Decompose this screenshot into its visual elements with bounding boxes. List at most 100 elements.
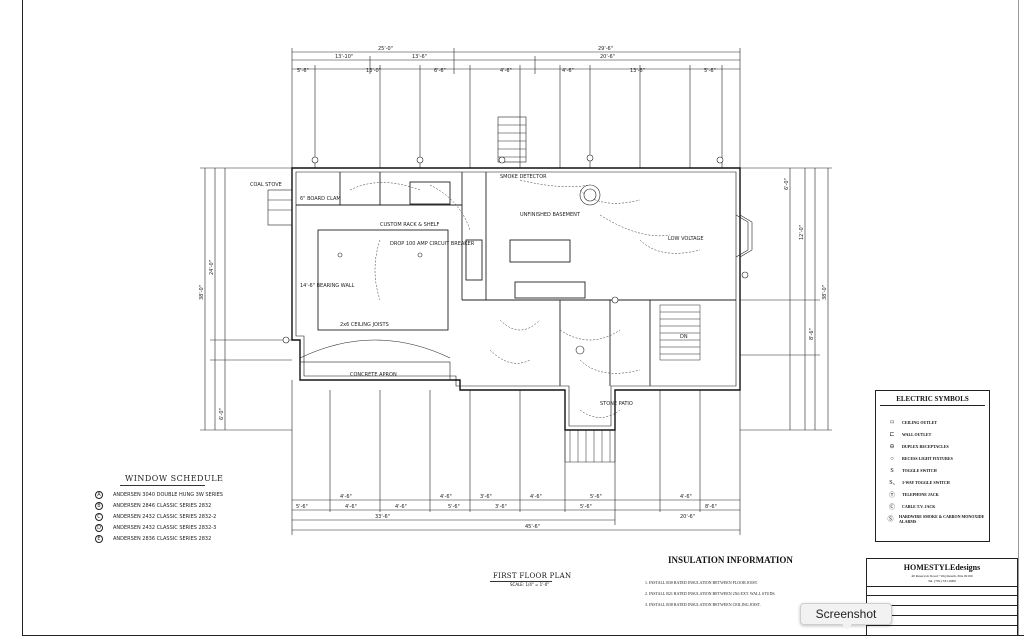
room-note-11: DN [680, 334, 688, 340]
legend-symbol-icon: ⊖ [889, 444, 895, 450]
dim-bottom-row1-1: 4'-6" [440, 494, 452, 500]
dim-bottom-row2-3: 5'-6" [448, 504, 460, 510]
plan-scale: SCALE: 1/4" = 1'-0" [510, 582, 550, 587]
legend-row: S₃ 3-WAY TOGGLE SWITCH [882, 477, 987, 488]
exterior-walls [291, 167, 741, 431]
dim-top-row2-5: 13'-6" [630, 68, 645, 74]
window-schedule-row: C ANDERSEN 2432 CLASSIC SERIES 2832-2 [95, 512, 216, 522]
dim-bottom-row2-2: 4'-6" [395, 504, 407, 510]
insulation-note-2: 2. INSTALL R21 RATED INSULATION BETWEEN … [645, 591, 776, 596]
dim-top-row2-1: 13'-0" [366, 68, 381, 74]
dim-top-overall-right: 29'-6" [598, 46, 613, 52]
dim-top-row2-6: 5'-6" [704, 68, 716, 74]
dim-right-2: 6'-0" [784, 178, 790, 190]
room-note-3: SMOKE DETECTOR [500, 174, 547, 180]
dim-bottom-row1-3: 4'-6" [530, 494, 542, 500]
electric-symbols-legend: ELECTRIC SYMBOLS ⌑CEILING OUTLET ⊏ WALL OU… [875, 390, 990, 542]
dim-bottom-overall-3: 45'-6" [525, 524, 540, 530]
title-block-rule-4 [867, 615, 1017, 616]
legend-label: RECESS LIGHT FIXTURES [902, 456, 953, 461]
legend-row: Ⓒ CABLE T.V. JACK [882, 501, 987, 512]
window-schedule-text: ANDERSEN 2432 CLASSIC SERIES 2832-3 [113, 525, 217, 531]
sheet-border-right [1018, 0, 1019, 636]
front-porch [299, 339, 451, 381]
window-mark-circle: D [95, 524, 103, 532]
dim-top-row2-3: 4'-6" [500, 68, 512, 74]
dim-bottom-row2: 5'-6"4'-6"4'-6"5'-6"3'-6"5'-6"8'-6" [296, 504, 717, 510]
stairs [564, 304, 701, 463]
dim-bottom-row1-2: 3'-6" [480, 494, 492, 500]
window-mark-circle: C [95, 513, 103, 521]
legend-label: WALL OUTLET [902, 432, 932, 437]
legend-symbol-icon: S [890, 467, 894, 474]
dim-right-3: 12'-0" [799, 225, 805, 240]
legend-row: Ⓣ TELEPHONE JACK [882, 489, 987, 500]
legend-label: TOGGLE SWITCH [902, 468, 937, 473]
title-block-tel: Tel. (781) 331-0000 [927, 579, 957, 583]
legend-label: 3-WAY TOGGLE SWITCH [902, 480, 950, 485]
legend-label: CEILING OUTLET [902, 420, 938, 425]
window-schedule-underline [120, 485, 205, 486]
dim-right-4: 8'-6" [809, 328, 815, 340]
bay-window [735, 214, 753, 258]
room-note-9: UNFINISHED BASEMENT [520, 212, 581, 218]
dim-top-row2-2: 6'-6" [434, 68, 446, 74]
dim-right-1: 38'-0" [822, 285, 828, 300]
window-schedule-title: WINDOW SCHEDULE [125, 474, 224, 483]
dim-bottom-row2-4: 3'-6" [495, 504, 507, 510]
sheet-border-bottom [22, 635, 1024, 636]
dim-top-seg-1: 13'-10" [335, 54, 353, 60]
legend-row: ⊏ WALL OUTLET [882, 429, 987, 440]
title-block: HOMESTYLEdesigns 40 Reservoir Road • Wey… [866, 558, 1018, 636]
top-dimensions [291, 48, 741, 170]
window-schedule-row: B ANDERSEN 2846 CLASSIC SERIES 2832 [95, 501, 211, 511]
room-note-4: LOW VOLTAGE [668, 236, 703, 242]
legend-row: ⊖DUPLEX RECEPTACLES [882, 441, 987, 452]
dim-bottom-overall-1: 33'-6" [375, 514, 390, 520]
legend-label: CABLE T.V. JACK [902, 504, 936, 509]
dim-top-row2: 5'-6"13'-0"6'-6"4'-6"4'-6"13'-6"5'-6" [297, 68, 716, 74]
screenshot-tooltip[interactable]: Screenshot [800, 603, 892, 625]
dim-bottom-row2-6: 8'-6" [705, 504, 717, 510]
legend-symbol-icon: Ⓒ [888, 505, 895, 511]
dim-left-1: 38'-0" [199, 285, 205, 300]
legend-label: HARDWIRE SMOKE & CARBON MONOXIDE ALARMS [899, 513, 985, 524]
window-mark-circle: A [95, 491, 103, 499]
interior-walls [296, 172, 736, 386]
title-block-rule-1 [867, 586, 1017, 587]
legend-symbol-icon: S₃ [889, 479, 895, 486]
legend-row: ⌑CEILING OUTLET [882, 417, 987, 428]
window-mark-circle: B [95, 502, 103, 510]
legend-label: TELEPHONE JACK [902, 492, 939, 497]
insulation-note-1: 1. INSTALL R30 RATED INSULATION BETWEEN … [645, 580, 758, 585]
legend-symbol-icon: Ⓣ [888, 493, 895, 499]
dim-bottom-row1-4: 5'-6" [590, 494, 602, 500]
dim-top-seg-2: 13'-6" [412, 54, 427, 60]
legend-row: ○ RECESS LIGHT FIXTURES [882, 453, 987, 464]
window-schedule-text: ANDERSEN 2846 CLASSIC SERIES 2832 [113, 503, 212, 509]
plan-caption-underline [490, 581, 552, 582]
dim-bottom-row1: 4'-6" 4'-6" 3'-6" 4'-6" 5'-6" 4'-6" [340, 494, 692, 500]
left-dimensions [200, 167, 292, 431]
dim-bottom-overall-2: 20'-6" [680, 514, 695, 520]
insulation-title: INSULATION INFORMATION [668, 555, 793, 565]
legend-symbol-icon: ⊏ [889, 432, 895, 438]
legend-symbol-icon: ○ [890, 455, 894, 462]
dim-top-row2-4: 4'-6" [562, 68, 574, 74]
legend-title: ELECTRIC SYMBOLS [896, 395, 969, 403]
window-schedule-row: D ANDERSEN 2432 CLASSIC SERIES 2832-3 [95, 523, 216, 533]
room-note-6: 14'-6" BEARING WALL [300, 283, 355, 289]
room-note-10: STONE PATIO [600, 401, 633, 407]
window-schedule-text: ANDERSEN 2432 CLASSIC SERIES 2832-2 [113, 514, 217, 520]
bottom-dimensions [291, 380, 741, 535]
dim-bottom-row1-0: 4'-6" [340, 494, 352, 500]
title-block-address: 40 Reservoir Road • Weymouth, MA 02190 [911, 574, 973, 578]
dim-bottom-row2-0: 5'-6" [296, 504, 308, 510]
dim-bottom-row1-5: 4'-6" [680, 494, 692, 500]
